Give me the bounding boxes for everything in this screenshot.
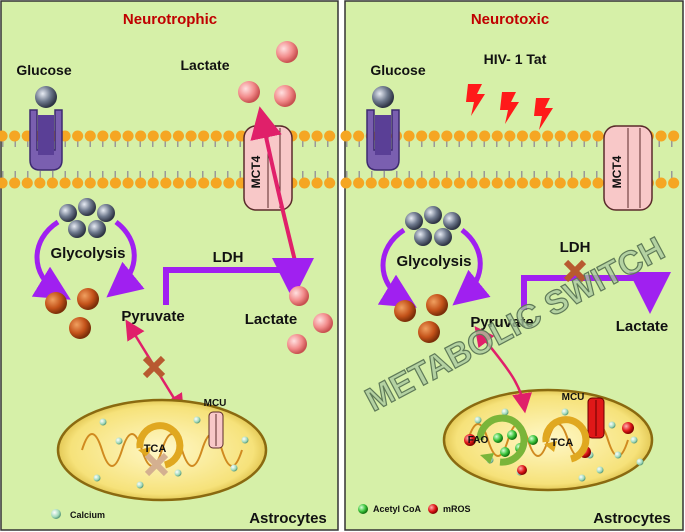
lactate-export-arrow bbox=[250, 106, 298, 266]
ldh-label: LDH bbox=[560, 239, 591, 256]
tca-label: TCA bbox=[551, 437, 574, 449]
glucose-molecule-icon bbox=[372, 86, 394, 108]
glycolysis-label: Glycolysis bbox=[50, 245, 125, 262]
hiv-tat-label: HIV- 1 Tat bbox=[484, 51, 547, 67]
mcu-channel-icon bbox=[208, 411, 224, 449]
glucose-label: Glucose bbox=[370, 62, 425, 78]
lactate-molecules-inside bbox=[287, 286, 333, 354]
glucose-transporter-icon bbox=[29, 86, 63, 171]
pyruvate-cluster-icon bbox=[394, 294, 448, 343]
panel-neurotoxic: Neurotoxic Glucose HIV- 1 Tat MCT4 bbox=[340, 0, 685, 531]
lactate-inside-label: Lactate bbox=[616, 318, 669, 335]
lactate-molecules-outside bbox=[238, 41, 298, 107]
lactate-inside-label: Lactate bbox=[245, 311, 298, 328]
tca-label: TCA bbox=[144, 443, 167, 455]
ldh-label: LDH bbox=[213, 249, 244, 266]
glucose-transporter-icon bbox=[366, 86, 400, 171]
glucose-cluster-icon bbox=[405, 206, 461, 246]
cell-type-label: Astrocytes bbox=[249, 510, 327, 527]
glucose-molecule-icon bbox=[35, 86, 57, 108]
pyruvate-label: Pyruvate bbox=[121, 308, 184, 325]
mcu-channel-icon bbox=[587, 397, 605, 439]
fao-label: FAO bbox=[468, 435, 489, 446]
glycolysis-arrow-right bbox=[452, 228, 491, 306]
calcium-legend-icon bbox=[51, 509, 61, 519]
lactate-outside-label: Lactate bbox=[180, 57, 229, 73]
ldh-arrow bbox=[163, 258, 314, 305]
fao-cycle-icon bbox=[476, 414, 528, 466]
panel-title: Neurotrophic bbox=[123, 11, 217, 28]
pyruvate-transport-arrow bbox=[474, 326, 532, 414]
glycolysis-arrow-left bbox=[377, 227, 417, 308]
lightning-bolt-icons bbox=[466, 84, 553, 130]
acetyl-coa-legend-icon bbox=[358, 504, 368, 514]
blocked-x-icon bbox=[144, 452, 169, 477]
mros-legend-icon bbox=[428, 504, 438, 514]
mros-legend-label: mROS bbox=[443, 504, 471, 514]
pyruvate-cluster-icon bbox=[45, 288, 99, 339]
ldh-arrow bbox=[521, 272, 671, 314]
tca-cycle-icon bbox=[542, 416, 590, 463]
glucose-label: Glucose bbox=[16, 62, 71, 78]
blocked-x-icon bbox=[142, 355, 166, 379]
acetyl-coa-legend-label: Acetyl CoA bbox=[373, 504, 422, 514]
mct4-label: MCT4 bbox=[610, 155, 624, 188]
panel-title: Neurotoxic bbox=[471, 11, 549, 28]
glycolysis-arrow-right bbox=[106, 220, 145, 298]
calcium-legend-label: Calcium bbox=[70, 510, 105, 520]
mct4-label: MCT4 bbox=[249, 155, 263, 188]
panel-neurotrophic: Neurotrophic Glucose Lactate MCT4 bbox=[0, 0, 342, 531]
glycolysis-label: Glycolysis bbox=[396, 253, 471, 270]
glycolysis-arrow-left bbox=[31, 219, 71, 300]
blocked-x-icon bbox=[563, 259, 587, 283]
glucose-cluster-icon bbox=[59, 198, 115, 238]
mcu-label: MCU bbox=[562, 392, 585, 403]
acetyl-coa-molecules bbox=[493, 430, 538, 457]
mcu-label: MCU bbox=[204, 398, 227, 409]
cell-type-label: Astrocytes bbox=[593, 510, 671, 527]
mros-molecules bbox=[464, 422, 634, 475]
mct4-transporter-icon bbox=[603, 125, 653, 211]
